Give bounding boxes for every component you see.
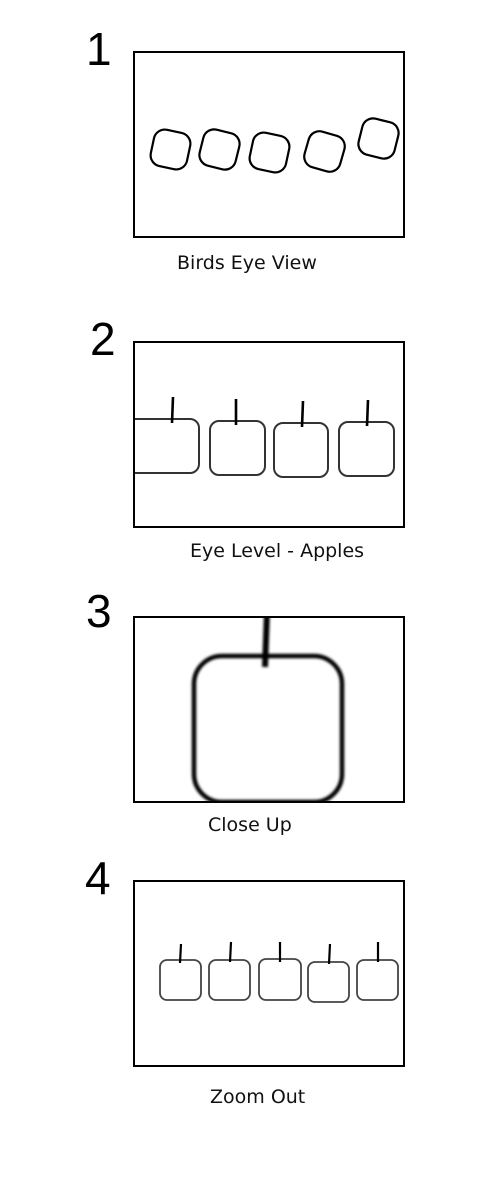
apple-far-5 xyxy=(356,942,399,1001)
apple-close-up xyxy=(191,618,345,801)
apple-far-1 xyxy=(159,943,202,1001)
apple-top-5 xyxy=(357,117,400,160)
panel-2-apples-eye-level xyxy=(135,396,395,478)
panel-2-caption: Eye Level - Apples xyxy=(190,540,365,562)
panel-4-apples-zoom-out xyxy=(159,941,399,1003)
apple-top-3 xyxy=(248,131,291,174)
panel-1-apples-top-view xyxy=(149,117,400,174)
panel-3-frame xyxy=(133,616,405,803)
apple-side-1 xyxy=(135,396,200,474)
panel-4-caption: Zoom Out xyxy=(210,1086,306,1108)
panel-2-number: 2 xyxy=(90,313,116,365)
apple-top-4 xyxy=(303,130,346,173)
panel-1-frame xyxy=(133,51,405,238)
panel-4-number: 4 xyxy=(85,852,111,904)
panel-3-apple-close-up xyxy=(191,618,345,801)
apple-side-2 xyxy=(209,399,266,476)
apple-top-1 xyxy=(149,128,192,171)
apple-far-4 xyxy=(307,943,350,1003)
panel-1-number: 1 xyxy=(86,23,112,75)
panel-3-caption: Close Up xyxy=(208,814,292,836)
apple-side-3 xyxy=(273,400,329,478)
apple-side-4 xyxy=(338,399,395,477)
panel-1-caption: Birds Eye View xyxy=(177,252,317,274)
apple-top-2 xyxy=(198,128,241,171)
panel-2-frame xyxy=(133,341,405,528)
apple-far-2 xyxy=(208,941,251,1001)
apple-far-3 xyxy=(258,942,302,1001)
panel-4-frame xyxy=(133,880,405,1067)
panel-3-number: 3 xyxy=(86,585,112,637)
